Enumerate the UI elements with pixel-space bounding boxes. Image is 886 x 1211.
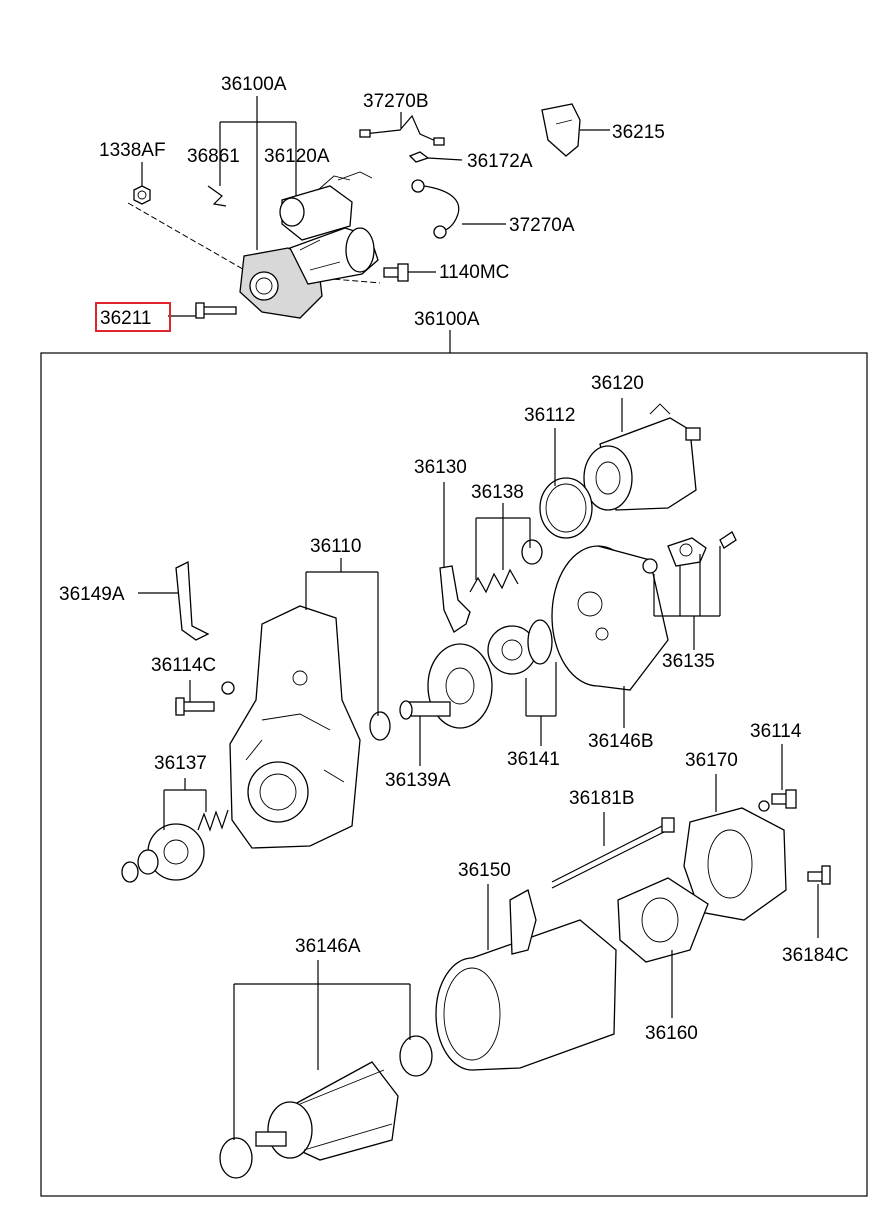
screw-36184c [807,865,831,885]
drive-housing-36110 [229,605,391,849]
clip-36861 [207,185,227,207]
label-36211: 36211 [100,308,151,329]
bolt-36114c [175,681,235,716]
gear-36141 [487,619,553,675]
label-36130: 36130 [414,457,467,478]
label-36137: 36137 [154,753,207,774]
top-leader-lines [141,96,610,317]
label-1338af: 1338AF [99,140,166,161]
yoke-36150 [435,889,617,1071]
label-36141: 36141 [507,749,560,770]
brush-holder-36160 [617,877,709,963]
springs-36138 [469,539,543,594]
bolt-36114 [758,789,797,812]
nut-1338af [133,185,151,205]
label-36112: 36112 [524,405,575,426]
label-36120a: 36120A [264,146,330,167]
starter-assembly-drawing [127,171,381,319]
through-bolt-36181b [551,817,675,889]
label-37270b: 37270B [363,91,429,112]
part-labels: 36100A 37270B 36215 1338AF 36861 36120A … [59,74,849,1044]
bracket-36149a [175,560,210,641]
label-37270a: 37270A [509,215,575,236]
label-36215: 36215 [612,122,665,143]
cover-36215 [541,103,581,157]
label-36135: 36135 [662,651,715,672]
label-36120: 36120 [591,373,644,394]
bolt-36211 [195,302,237,319]
label-36160: 36160 [645,1023,698,1044]
label-36184c: 36184C [782,945,849,966]
label-36110: 36110 [310,536,361,557]
label-36138: 36138 [471,482,524,503]
highlight-box-36211 [95,302,171,332]
label-36146a: 36146A [295,936,361,957]
exploded-view-frame [40,352,868,1197]
label-36150: 36150 [458,860,511,881]
cable-37270a [411,179,460,239]
bolt-1140mc [383,263,409,282]
label-36114: 36114 [750,721,802,742]
plate-36135 [642,531,737,574]
end-cover-36170 [683,807,787,921]
cable-37270b [359,114,445,146]
label-1140mc: 1140MC [439,262,509,283]
armature-36146a [219,1035,433,1179]
label-36114c: 36114C [151,655,216,676]
label-36100a-top: 36100A [221,74,287,95]
label-36181b: 36181B [569,788,635,809]
label-36146b: 36146B [588,731,654,752]
ring-36112 [539,477,593,539]
label-36100a-box: 36100A [414,309,480,330]
label-36861: 36861 [187,146,240,167]
drive-shaft-36139a [399,643,493,729]
label-36139a: 36139A [385,770,451,791]
lever-36130 [439,565,471,633]
solenoid-36120 [583,403,701,511]
pinion-36137 [121,809,229,883]
label-36170: 36170 [685,750,738,771]
label-36149a: 36149A [59,584,125,605]
housing-36146b [551,545,669,691]
exploded-leader-lines [138,398,819,1140]
screw-36172a [408,151,430,163]
label-36172a: 36172A [467,151,533,172]
